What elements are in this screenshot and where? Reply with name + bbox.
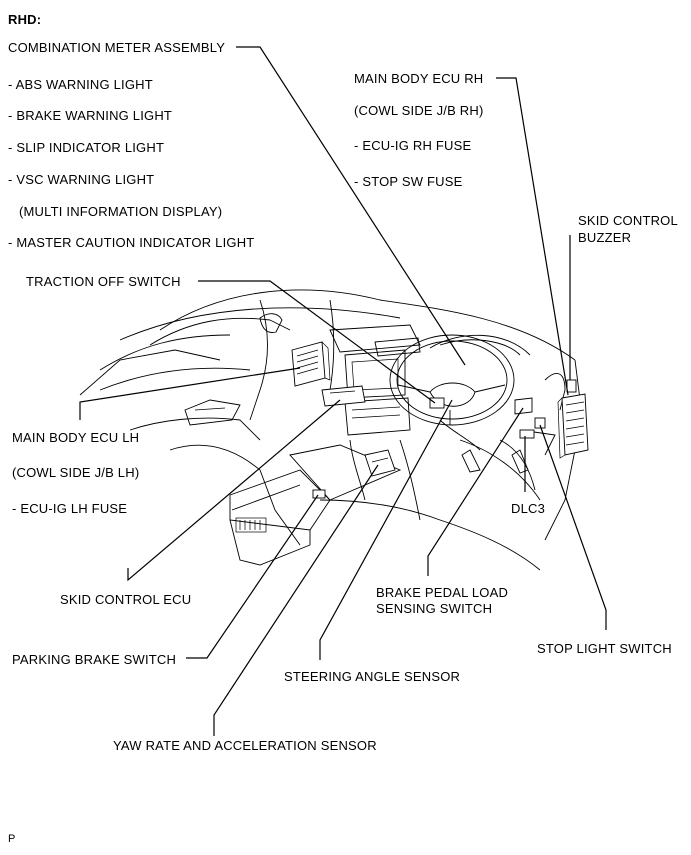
label-skid-control-ecu: SKID CONTROL ECU	[60, 592, 192, 607]
label-yaw-rate-acceleration-sensor: YAW RATE AND ACCELERATION SENSOR	[113, 738, 377, 753]
main-body-ecu-lh-part	[291, 341, 331, 387]
label-cowl-side-jb-rh: (COWL SIDE J/B RH)	[354, 103, 484, 118]
label-cowl-side-jb-lh: (COWL SIDE J/B LH)	[12, 465, 140, 480]
steering-wheel	[389, 334, 531, 451]
label-parking-brake-switch: PARKING BRAKE SWITCH	[12, 652, 177, 667]
label-vsc-warning-light: - VSC WARNING LIGHT	[8, 172, 155, 187]
label-ecu-ig-lh-fuse: - ECU-IG LH FUSE	[12, 501, 128, 516]
label-skid-control-buzzer-line1: SKID CONTROL	[578, 213, 678, 228]
label-main-body-ecu-rh: MAIN BODY ECU RH	[354, 71, 484, 86]
label-slip-indicator-light: - SLIP INDICATOR LIGHT	[8, 140, 165, 155]
yaw-rate-sensor-part	[364, 449, 396, 477]
label-brake-warning-light: - BRAKE WARNING LIGHT	[8, 108, 173, 123]
label-brake-pedal-load-line1: BRAKE PEDAL LOAD	[376, 585, 509, 600]
label-steering-angle-sensor: STEERING ANGLE SENSOR	[284, 669, 461, 684]
label-traction-off-switch: TRACTION OFF SWITCH	[26, 274, 181, 289]
dashboard-outline	[79, 289, 581, 571]
label-combination-meter: COMBINATION METER ASSEMBLY	[8, 40, 226, 55]
dlc3-part	[519, 429, 535, 439]
traction-off-switch-part	[429, 397, 445, 409]
label-stop-light-switch: STOP LIGHT SWITCH	[537, 641, 672, 656]
brake-pedal-part	[461, 397, 533, 474]
label-stop-sw-fuse: - STOP SW FUSE	[354, 174, 463, 189]
skid-control-ecu-part	[321, 385, 366, 407]
label-main-body-ecu-lh: MAIN BODY ECU LH	[12, 430, 140, 445]
label-ecu-ig-rh-fuse: - ECU-IG RH FUSE	[354, 138, 472, 153]
main-body-ecu-rh-part	[557, 393, 589, 459]
label-multi-information-display: (MULTI INFORMATION DISPLAY)	[19, 204, 223, 219]
label-brake-pedal-load-line2: SENSING SWITCH	[376, 601, 493, 616]
skid-control-buzzer-part	[566, 379, 577, 393]
leader-lines	[79, 46, 607, 736]
parking-brake-switch-part	[312, 489, 326, 499]
label-dlc3: DLC3	[511, 501, 546, 516]
label-skid-control-buzzer-line2: BUZZER	[578, 230, 632, 245]
label-master-caution-light: - MASTER CAUTION INDICATOR LIGHT	[8, 235, 255, 250]
label-abs-warning-light: - ABS WARNING LIGHT	[8, 77, 153, 92]
section-header: RHD:	[8, 12, 42, 27]
stop-light-switch-part	[534, 417, 546, 429]
figure-code: P	[8, 833, 16, 845]
